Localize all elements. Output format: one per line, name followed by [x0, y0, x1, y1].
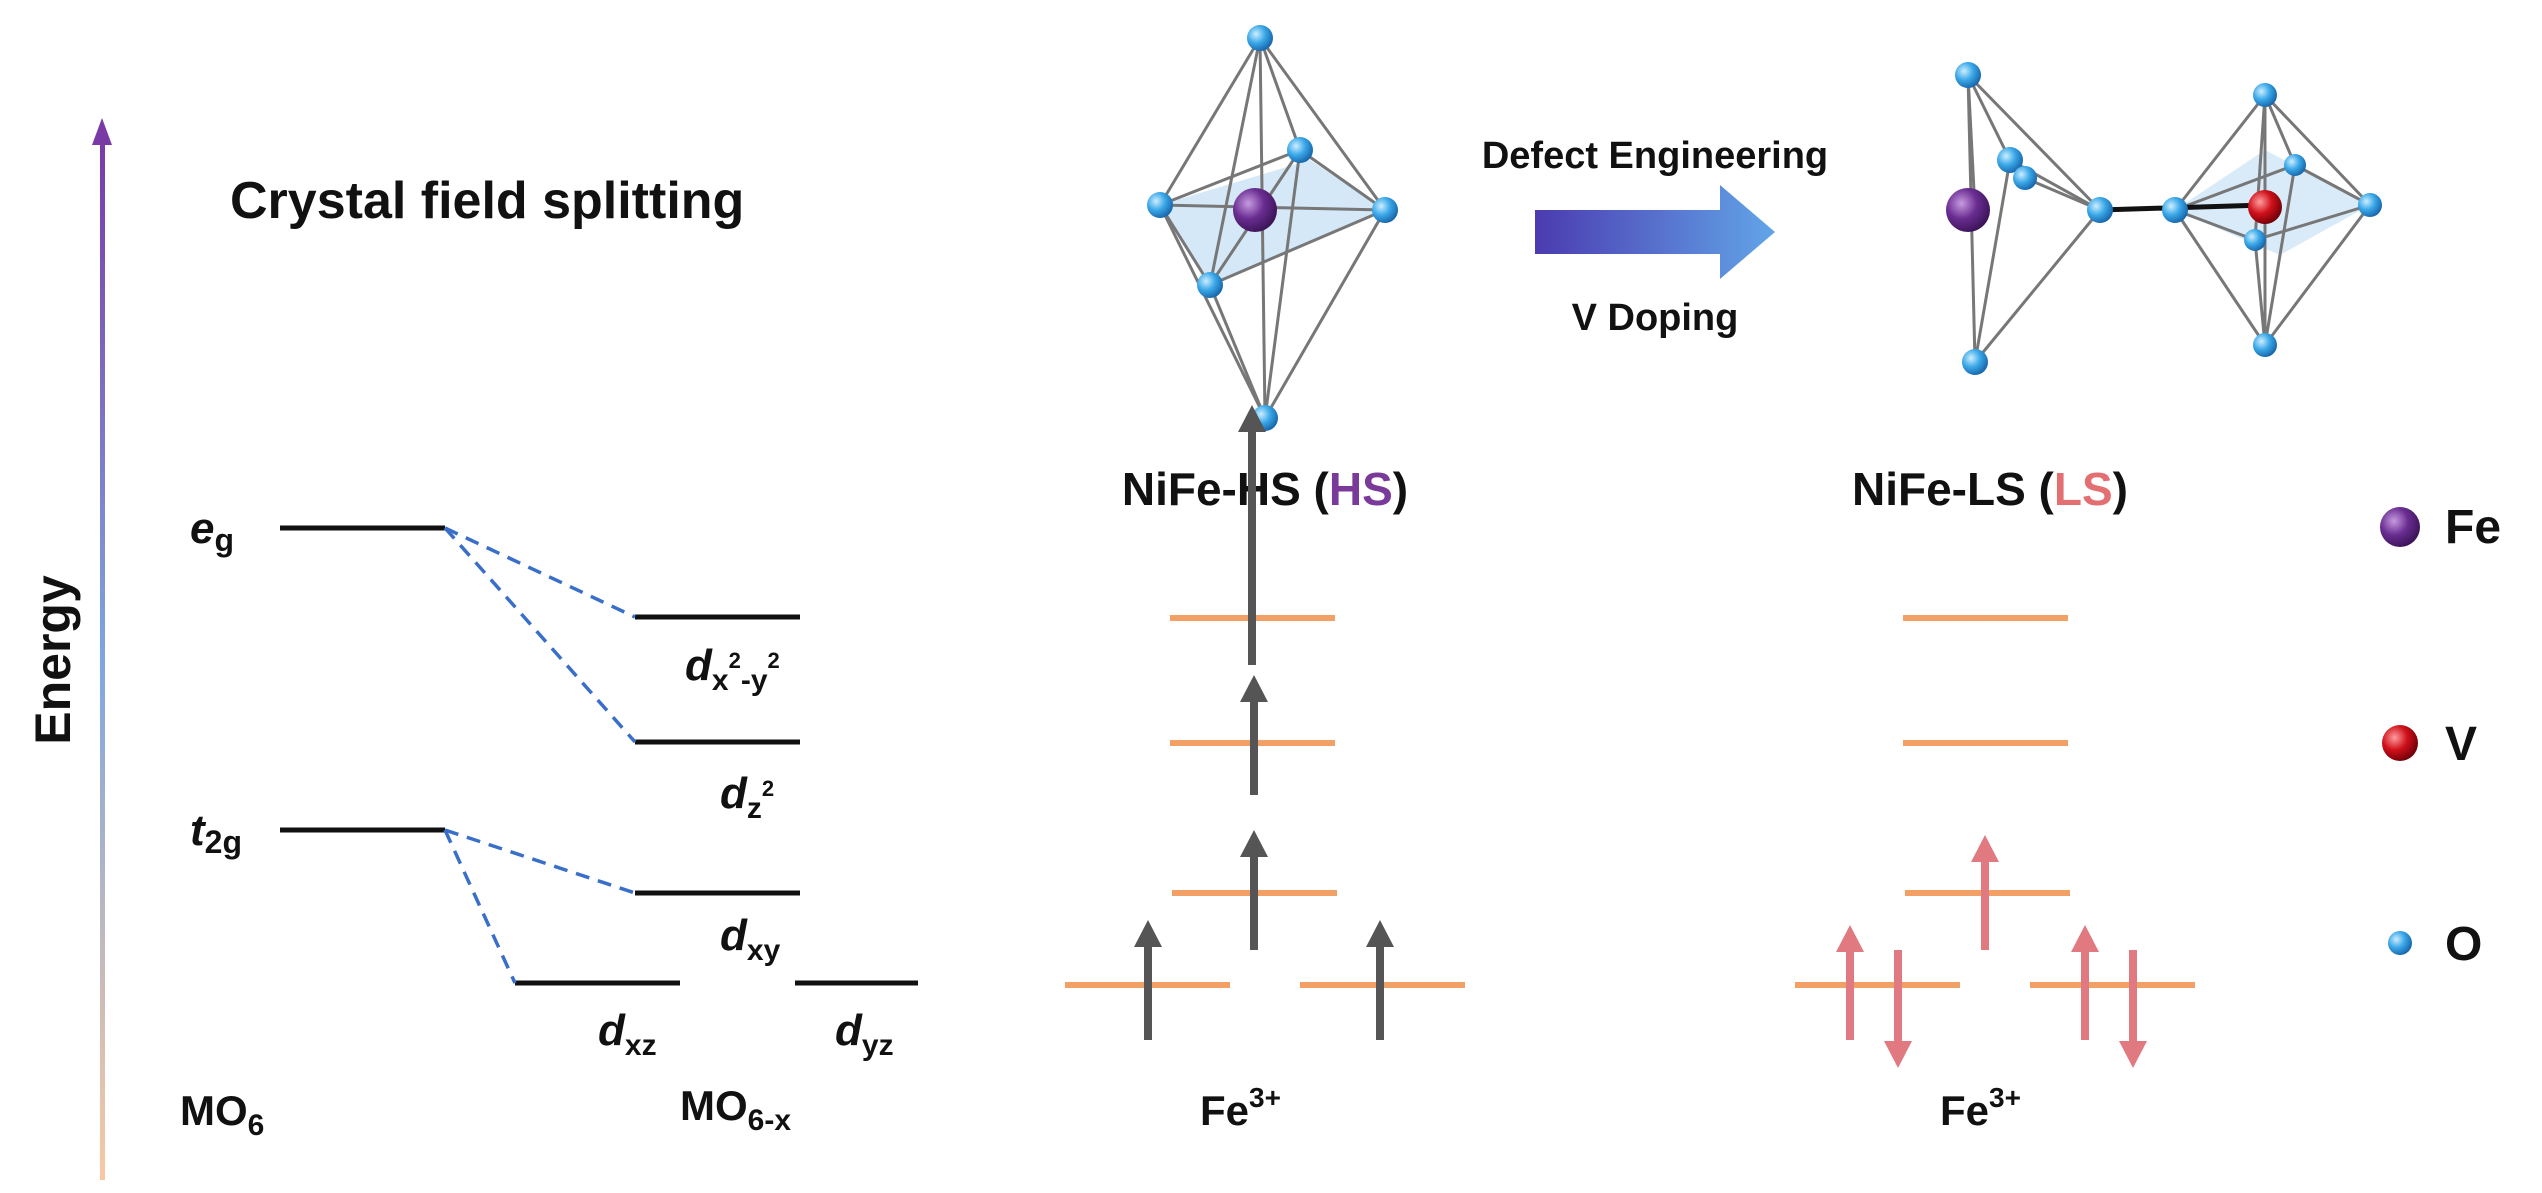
connector-eg-dz2 [443, 526, 637, 744]
connector-eg-dx2y2 [444, 526, 636, 619]
ls-structure [1946, 62, 2382, 375]
legend-fe-marker [2380, 507, 2420, 547]
hs-spin-up-arrow [1366, 920, 1394, 1040]
legend-o-marker [2388, 931, 2412, 955]
dz2-label: dz2 [720, 769, 774, 825]
hs-spin-up-arrow [1238, 405, 1266, 665]
energy-axis-line [100, 140, 105, 1180]
ls-vanadium-atom [2248, 190, 2282, 224]
legend-fe-label: Fe [2445, 501, 2501, 554]
hs-spin-up-arrow [1134, 920, 1162, 1040]
hs-oxygen-atom [1197, 272, 1223, 298]
ls-oxygen-atom [2358, 193, 2382, 217]
hs-electron-diagram: Fe3+ [1065, 405, 1465, 1134]
legend-v-label: V [2445, 718, 2477, 771]
dxz-label: dxz [598, 1006, 657, 1062]
hs-spin-up-arrow [1240, 830, 1268, 950]
diagram-title: Crystal field splitting [230, 172, 744, 230]
ls-structure-label: NiFe-LS (LS) [1852, 463, 2128, 515]
legend-v-marker [2382, 725, 2418, 761]
ls-oxygen-atom [1962, 349, 1988, 375]
hs-structure-label: NiFe-HS (HS) [1122, 463, 1408, 515]
mo6x-label: MO6-x [680, 1082, 791, 1137]
process-arrow [1535, 185, 1775, 279]
hs-ion-label: Fe3+ [1200, 1082, 1281, 1134]
hs-oxygen-atom [1372, 197, 1398, 223]
ls-oxygen-atom [2253, 333, 2277, 357]
ls-oxygen-atom [2244, 229, 2266, 251]
legend-o-label: O [2445, 918, 2482, 971]
ls-oxygen-atom [2253, 83, 2277, 107]
atom-legend: Fe V O [2380, 501, 2501, 971]
energy-axis-label: Energy [25, 575, 81, 745]
ls-electron-diagram: Fe3+ [1795, 615, 2195, 1134]
hs-octahedron-structure [1147, 25, 1398, 431]
t2g-label: t2g [190, 806, 242, 860]
ls-ion-label: Fe3+ [1940, 1082, 2021, 1134]
ls-oxygen-atom [2162, 197, 2188, 223]
connector-t2g-dxz [443, 829, 517, 984]
hs-oxygen-atom [1287, 137, 1313, 163]
hs-oxygen-atom [1247, 25, 1273, 51]
process-arrow-group: Defect Engineering V Doping [1482, 135, 1828, 339]
dyz-label: dyz [835, 1006, 894, 1062]
hs-iron-atom [1233, 188, 1277, 232]
ls-spin-up-arrow [2071, 925, 2099, 1040]
ls-iron-atom [1946, 188, 1990, 232]
dxy-label: dxy [720, 911, 781, 967]
splitting-diagram: eg t2g dx2-y2 dz2 dxy dxz dyz MO6 MO6-x [180, 504, 918, 1142]
ls-oxygen-atom [2284, 154, 2306, 176]
ls-spin-up-arrow [1836, 925, 1864, 1040]
dx2y2-label: dx2-y2 [685, 641, 780, 697]
mo6-label: MO6 [180, 1087, 264, 1142]
connector-t2g-dxy [444, 828, 636, 895]
ls-oxygen-atom [1997, 147, 2023, 173]
energy-axis-arrowhead [92, 118, 112, 145]
ls-oxygen-atom [2013, 166, 2037, 190]
hs-spin-up-arrow [1240, 675, 1268, 795]
ls-oxygen-atom [2087, 197, 2113, 223]
ls-spin-down-arrow [2119, 950, 2147, 1068]
process-bottom-label: V Doping [1572, 297, 1739, 339]
hs-oxygen-atom [1147, 192, 1173, 218]
ls-spin-up-arrow [1971, 835, 1999, 950]
ls-oxygen-atom [1955, 62, 1981, 88]
ls-spin-down-arrow [1884, 950, 1912, 1068]
process-top-label: Defect Engineering [1482, 135, 1828, 177]
eg-label: eg [190, 504, 234, 558]
energy-axis: Energy [25, 118, 112, 1180]
